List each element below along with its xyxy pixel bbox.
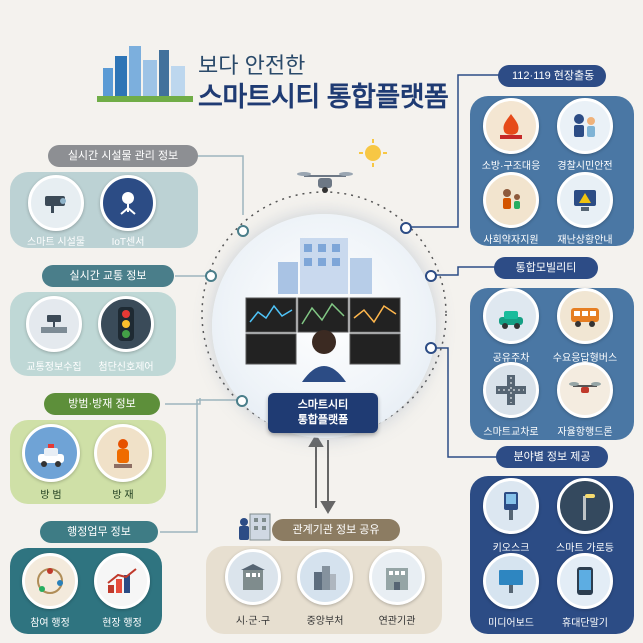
page-subtitle: 보다 안전한	[198, 53, 306, 78]
traffic-item-label: 첨단신호제어	[98, 362, 154, 373]
share-item-label: 시·군·구	[235, 616, 271, 627]
control-room-illustration	[238, 232, 410, 382]
facility-item-label: 스마트 시설물	[27, 237, 85, 248]
emergency-item-label: 사회약자지원	[483, 235, 539, 246]
orbit-node	[400, 222, 412, 234]
fire-rescue-icon	[483, 98, 539, 154]
orbit-node	[236, 395, 248, 407]
facility-item-label: IoT센서	[111, 237, 145, 248]
field-item-label: 스마트 가로등	[556, 543, 614, 554]
media-board-icon	[483, 553, 539, 609]
mobile-device-icon	[557, 553, 613, 609]
sun-icon	[358, 138, 388, 168]
mobility-item-label: 수요응답형버스	[552, 353, 618, 364]
related-agency-icon	[369, 549, 425, 605]
mobility-heading: 통합모빌리티	[494, 257, 598, 279]
disaster-alert-icon	[557, 172, 613, 228]
admin-heading: 행정업무 정보	[40, 521, 158, 543]
mobility-item-label: 공유주차	[492, 353, 530, 364]
center-label-line2: 통합플랫폼	[297, 414, 349, 426]
center-platform-box: 스마트시티 통합플랫폼	[268, 393, 378, 433]
safety-item-label: 방 범	[40, 490, 62, 501]
orbit-node	[205, 270, 217, 282]
kiosk-icon	[483, 478, 539, 534]
share-heading: 관계기관 정보 공유	[272, 519, 400, 541]
emergency-item-label: 소방·구조대응	[481, 161, 541, 172]
city-skyline-illustration	[97, 38, 193, 102]
demand-bus-icon	[557, 288, 613, 344]
cctv-camera-icon	[28, 175, 84, 231]
disaster-icon	[94, 424, 152, 482]
smart-streetlight-icon	[557, 478, 613, 534]
safety-heading: 방범·방재 정보	[44, 393, 160, 415]
orbit-node	[425, 342, 437, 354]
emergency-heading: 112·119 현장출동	[498, 65, 606, 87]
field-admin-icon	[94, 553, 150, 609]
mobility-item-label: 자율항행드론	[557, 427, 613, 438]
share-item-label: 연관기관	[378, 616, 416, 627]
admin-item-label: 현장 행정	[102, 618, 142, 629]
emergency-item-label: 경찰시민안전	[557, 161, 613, 172]
mobility-item-label: 스마트교차로	[483, 427, 539, 438]
traffic-camera-icon	[26, 296, 82, 352]
city-office-icon	[225, 549, 281, 605]
facility-heading: 실시간 시설물 관리 정보	[48, 145, 198, 167]
vulnerable-support-icon	[483, 172, 539, 228]
share-item-label: 중앙부처	[306, 616, 344, 627]
admin-item-label: 참여 행정	[30, 618, 70, 629]
traffic-light-icon	[98, 296, 154, 352]
traffic-item-label: 교통정보수집	[26, 362, 82, 373]
police-citizen-icon	[557, 98, 613, 154]
smart-intersection-icon	[483, 362, 539, 418]
iot-sensor-icon	[100, 175, 156, 231]
autonomous-drone-icon	[557, 362, 613, 418]
field-item-label: 키오스크	[492, 543, 530, 554]
field-item-label: 미디어보드	[488, 618, 534, 629]
police-icon	[22, 424, 80, 482]
agency-building-icon	[236, 510, 272, 542]
central-ministry-icon	[297, 549, 353, 605]
emergency-item-label: 재난상황안내	[557, 235, 613, 246]
shared-parking-icon	[483, 288, 539, 344]
safety-item-label: 방 재	[112, 490, 134, 501]
center-label-line1: 스마트시티	[297, 399, 349, 411]
field-item-label: 휴대단말기	[562, 618, 608, 629]
page-title: 스마트시티 통합플랫폼	[198, 82, 449, 112]
orbit-node	[237, 225, 249, 237]
field-info-heading: 분야별 정보 제공	[496, 446, 608, 468]
participation-icon	[22, 553, 78, 609]
drone-icon	[296, 168, 354, 198]
traffic-heading: 실시간 교통 정보	[42, 265, 174, 287]
orbit-node	[425, 270, 437, 282]
